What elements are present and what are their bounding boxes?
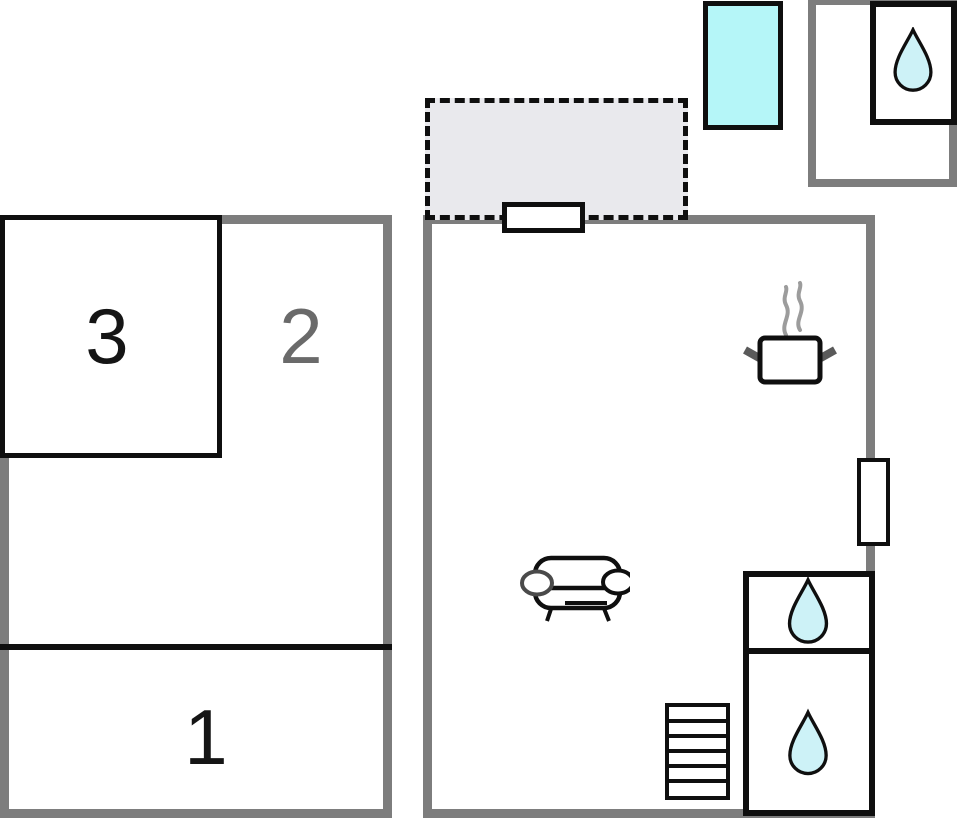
pool [703, 1, 783, 130]
room-2-label: 2 [279, 292, 323, 380]
room-3-label: 3 [85, 292, 129, 380]
entrance-door [502, 202, 585, 233]
water-drop-icon [893, 27, 933, 92]
stove-icon [743, 281, 837, 385]
terrace-dashed-outline [425, 98, 688, 220]
window [857, 458, 890, 546]
stairs-icon [665, 703, 730, 800]
sofa-icon [520, 555, 630, 622]
room-1-label: 1 [184, 693, 228, 781]
room-1-divider-wall [0, 644, 392, 650]
water-drop-icon [787, 577, 829, 644]
bathroom-divider-wall [746, 648, 872, 654]
water-drop-icon [788, 708, 828, 776]
room-3-outline [0, 215, 222, 458]
